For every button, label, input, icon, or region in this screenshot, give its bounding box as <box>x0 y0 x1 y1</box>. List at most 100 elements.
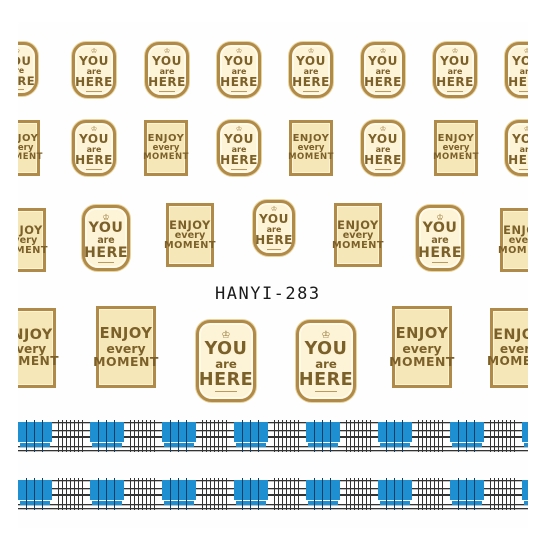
badge-text-line3: HERE <box>364 75 402 90</box>
badge-text-line3: HERE <box>75 75 113 90</box>
crown-icon: ♔ <box>307 47 315 56</box>
badge-text-line1: YOU <box>79 132 109 147</box>
crown-icon: ♔ <box>523 47 528 56</box>
badge-text-line3: HERE <box>220 153 258 168</box>
crown-icon: ♔ <box>523 125 528 134</box>
badge-text-line2: are <box>18 65 25 75</box>
decorative-rule <box>266 248 282 250</box>
rect-text-line1: ENJOY <box>147 132 185 144</box>
decorative-rule <box>303 90 319 92</box>
rect-text-line1: ENJOY <box>503 222 528 237</box>
badge-text-line2: are <box>303 66 319 76</box>
badge-text-line2: are <box>159 66 175 76</box>
decorative-rule <box>315 391 337 393</box>
crown-icon: ♔ <box>221 328 231 341</box>
badge-text-line1: YOU <box>204 339 248 360</box>
plaid-pattern <box>18 478 528 510</box>
crown-icon: ♔ <box>270 205 278 214</box>
decorative-rule <box>159 90 175 92</box>
rect-text-line1: ENJOY <box>337 217 379 232</box>
badge-text-line3: HERE <box>255 233 293 248</box>
rect-text-line3: MOMENT <box>486 354 528 369</box>
decorative-rule <box>97 262 115 264</box>
rect-text-line2: every <box>297 143 325 154</box>
badge-text-line3: HERE <box>508 153 528 168</box>
badge-text-line3: HERE <box>18 73 36 88</box>
badge-text-line2: are <box>86 144 102 154</box>
rect-text-line3: MOMENT <box>18 244 48 256</box>
badge-text-line2: are <box>231 144 247 154</box>
badge-text-line3: HERE <box>75 153 113 168</box>
plaid-pattern <box>18 420 528 452</box>
decorative-rule <box>519 90 528 92</box>
decorative-rule <box>86 168 102 170</box>
badge-text-line2: are <box>447 66 463 76</box>
crown-icon: ♔ <box>90 47 98 56</box>
rect-text-line3: MOMENT <box>143 152 189 163</box>
rect-text-line2: every <box>106 340 146 356</box>
badge-text-line3: HERE <box>508 75 528 90</box>
badge-text-line2: are <box>315 357 337 372</box>
crown-icon: ♔ <box>163 47 171 56</box>
decorative-rule <box>519 168 528 170</box>
decorative-rule <box>86 90 102 92</box>
crown-icon: ♔ <box>321 328 331 341</box>
crown-icon: ♔ <box>451 47 459 56</box>
rect-text-line2: every <box>174 229 206 241</box>
badge-text-line3: HERE <box>436 75 474 90</box>
crown-icon: ♔ <box>436 211 444 222</box>
crown-icon: ♔ <box>235 47 243 56</box>
badge-text-line1: YOU <box>152 54 182 69</box>
rect-text-line2: every <box>18 143 34 154</box>
badge-text-line2: are <box>86 66 102 76</box>
rect-text-line2: every <box>499 341 528 356</box>
rect-text-line2: every <box>152 143 180 154</box>
badge-text-line2: are <box>375 144 391 154</box>
badge-text-line1: YOU <box>79 54 109 69</box>
badge-text-line3: HERE <box>198 369 254 390</box>
decorative-rule <box>215 391 237 393</box>
decorative-rule <box>431 262 449 264</box>
rect-text-line3: MOMENT <box>93 353 159 369</box>
rect-text-line1: ENJOY <box>18 326 53 343</box>
crown-icon: ♔ <box>18 48 20 55</box>
badge-text-line1: YOU <box>422 219 458 236</box>
badge-text-line2: are <box>431 234 449 246</box>
crown-icon: ♔ <box>102 211 110 222</box>
rect-text-line2: every <box>18 234 38 246</box>
badge-text-line2: are <box>519 144 528 154</box>
rect-text-line3: MOMENT <box>18 354 60 369</box>
decorative-rule <box>18 89 25 91</box>
rect-text-line3: MOMENT <box>433 152 479 163</box>
plaid-strip-top <box>18 420 528 452</box>
rect-text-line2: every <box>508 234 528 246</box>
crown-icon: ♔ <box>90 125 98 134</box>
rect-text-line1: ENJOY <box>169 217 211 232</box>
badge-text-line1: YOU <box>512 54 528 69</box>
rect-text-line1: ENJOY <box>437 132 475 144</box>
badge-text-line2: are <box>97 234 115 246</box>
rect-text-line1: ENJOY <box>395 325 449 343</box>
badge-text-line1: YOU <box>368 54 398 69</box>
decorative-rule <box>375 168 391 170</box>
rect-text-line3: MOMENT <box>498 244 528 256</box>
badge-text-line1: YOU <box>224 132 254 147</box>
badge-text-line2: are <box>266 224 282 234</box>
rect-text-line3: MOMENT <box>288 152 334 163</box>
badge-text-line3: HERE <box>84 244 128 261</box>
